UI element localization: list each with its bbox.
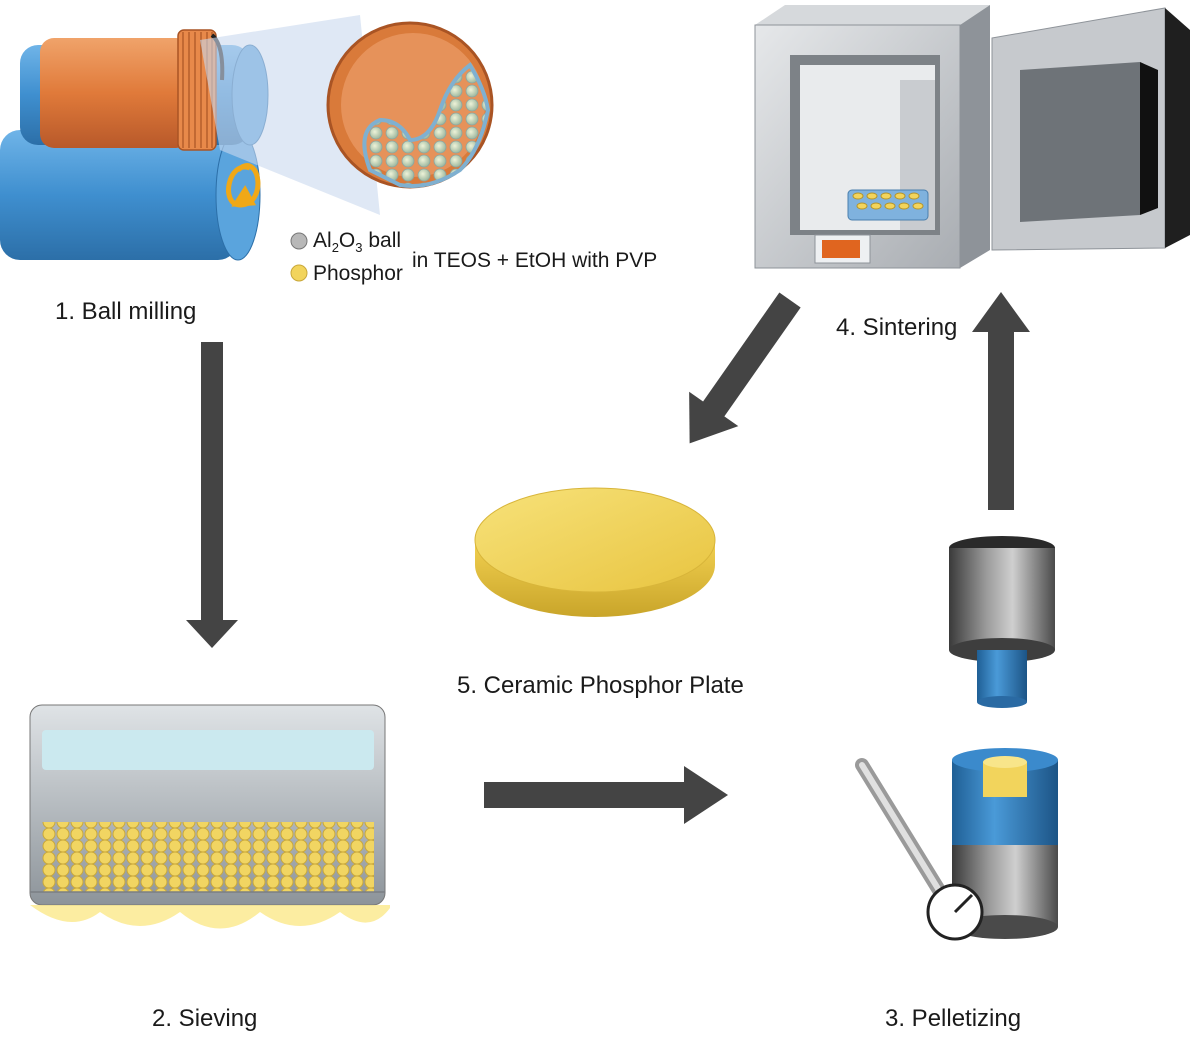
legend-alumina-ball: Al2O3 ball	[313, 229, 402, 256]
ball-mill-illustration	[0, 29, 269, 261]
legend-solution: in TEOS + EtOH with PVP	[412, 249, 658, 272]
zoom-magnifier-illustration	[200, 15, 494, 215]
arrow-diagonal-icon	[689, 292, 801, 444]
legend-phosphor: Phosphor	[313, 262, 403, 285]
arrow-right-icon	[484, 766, 728, 824]
ceramic-plate-illustration	[474, 487, 716, 617]
alumina-ball-icon	[290, 232, 308, 250]
pellet-press-illustration	[855, 536, 1058, 941]
phosphor-icon	[290, 264, 308, 282]
arrow-down-icon	[186, 342, 238, 648]
furnace-illustration	[754, 5, 1190, 269]
process-arrows	[186, 292, 1030, 824]
sieve-illustration	[29, 704, 390, 929]
step-sintering-label: 4. Sintering	[836, 314, 958, 341]
arrow-up-icon	[972, 292, 1030, 510]
step-ceramic-plate-label: 5. Ceramic Phosphor Plate	[457, 672, 744, 699]
step-pelletizing-label: 3. Pelletizing	[885, 1005, 1022, 1032]
rotation-arrow-icon	[226, 163, 261, 208]
legend-markers	[290, 232, 308, 282]
step-ball-milling-label: 1. Ball milling	[55, 298, 197, 325]
step-sieving-label: 2. Sieving	[152, 1005, 258, 1032]
